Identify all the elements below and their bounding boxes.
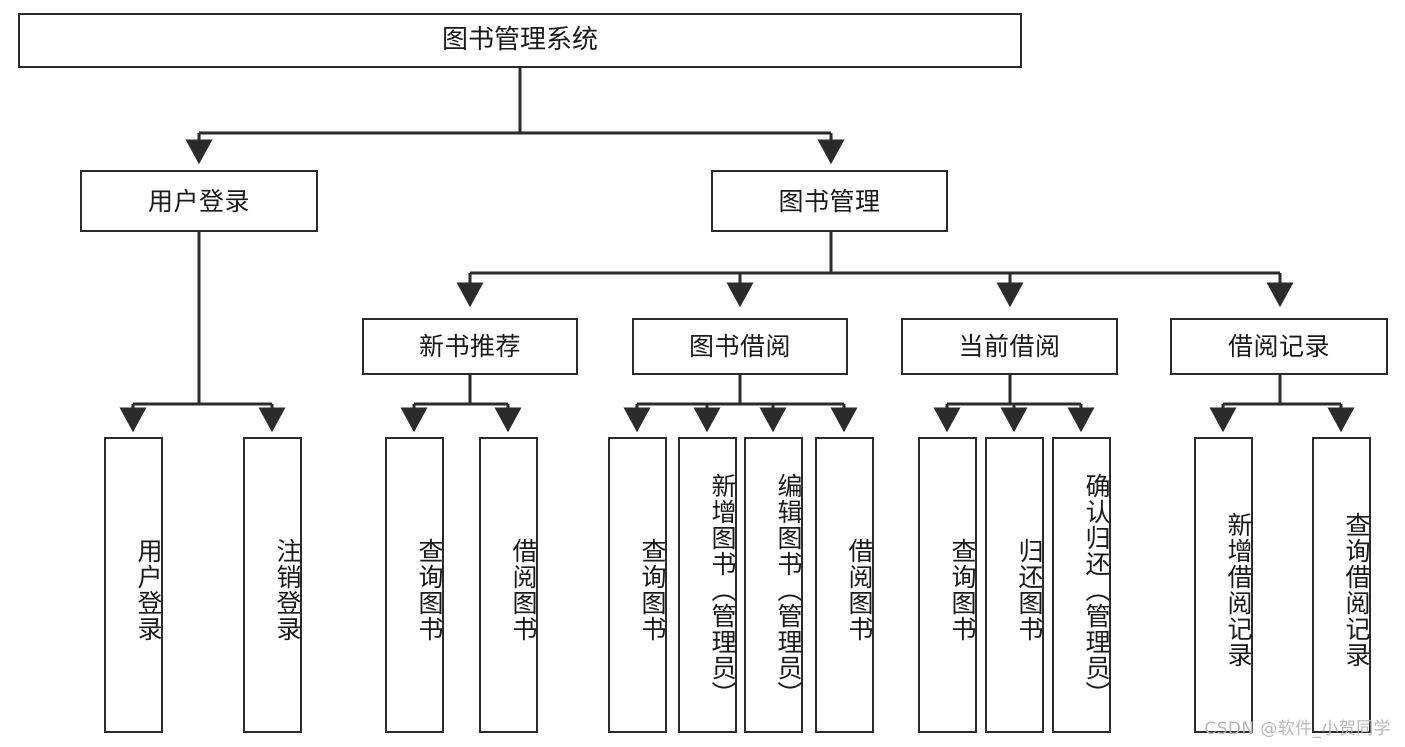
- node-label: 新书推荐: [418, 332, 521, 361]
- node-user-login[interactable]: 用户登录: [80, 170, 318, 232]
- node-label: 归还图书: [1015, 538, 1044, 642]
- leaf-return-book[interactable]: 归还图书: [985, 437, 1044, 733]
- leaf-query-book-1[interactable]: 查询图书: [385, 437, 444, 733]
- csdn-watermark: CSDN @软件_小贺同学: [1204, 719, 1391, 739]
- node-root-system[interactable]: 图书管理系统: [18, 13, 1022, 68]
- node-label: 查询图书: [638, 538, 667, 642]
- node-label: 新增图书（管理员）: [708, 473, 737, 707]
- node-label: 图书借阅: [688, 332, 791, 361]
- leaf-query-book-2[interactable]: 查询图书: [608, 437, 667, 733]
- leaf-logout[interactable]: 注销登录: [243, 437, 302, 733]
- node-new-book-recommend[interactable]: 新书推荐: [362, 318, 578, 375]
- node-book-manage[interactable]: 图书管理: [711, 170, 948, 232]
- node-label: 当前借阅: [958, 332, 1061, 361]
- leaf-confirm-return-admin[interactable]: 确认归还（管理员）: [1052, 437, 1111, 733]
- node-label: 借阅图书: [509, 538, 538, 642]
- leaf-query-book-3[interactable]: 查询图书: [918, 437, 977, 733]
- node-label: 用户登录: [134, 538, 163, 642]
- node-label: 借阅图书: [845, 538, 874, 642]
- node-current-borrow[interactable]: 当前借阅: [901, 318, 1118, 375]
- node-label: 注销登录: [273, 538, 302, 642]
- node-borrow-record[interactable]: 借阅记录: [1170, 318, 1388, 375]
- node-label: 查询图书: [415, 538, 444, 642]
- node-label: 查询图书: [948, 538, 977, 642]
- leaf-add-book-admin[interactable]: 新增图书（管理员）: [678, 437, 737, 733]
- node-label: 查询借阅记录: [1342, 512, 1371, 668]
- leaf-borrow-book-2[interactable]: 借阅图书: [815, 437, 874, 733]
- leaf-edit-book-admin[interactable]: 编辑图书（管理员）: [744, 437, 803, 733]
- node-label: 图书管理: [778, 186, 881, 216]
- leaf-add-borrow-record[interactable]: 新增借阅记录: [1194, 437, 1253, 733]
- leaf-user-login[interactable]: 用户登录: [104, 437, 163, 733]
- node-book-borrow[interactable]: 图书借阅: [632, 318, 848, 375]
- node-label: 借阅记录: [1227, 332, 1330, 361]
- node-label: 确认归还（管理员）: [1082, 473, 1111, 707]
- leaf-borrow-book-1[interactable]: 借阅图书: [479, 437, 538, 733]
- node-label: 新增借阅记录: [1224, 512, 1253, 668]
- node-label: 用户登录: [147, 186, 250, 216]
- leaf-query-borrow-record[interactable]: 查询借阅记录: [1312, 437, 1371, 733]
- node-label: 图书管理系统: [441, 25, 598, 56]
- node-label: 编辑图书（管理员）: [774, 473, 803, 707]
